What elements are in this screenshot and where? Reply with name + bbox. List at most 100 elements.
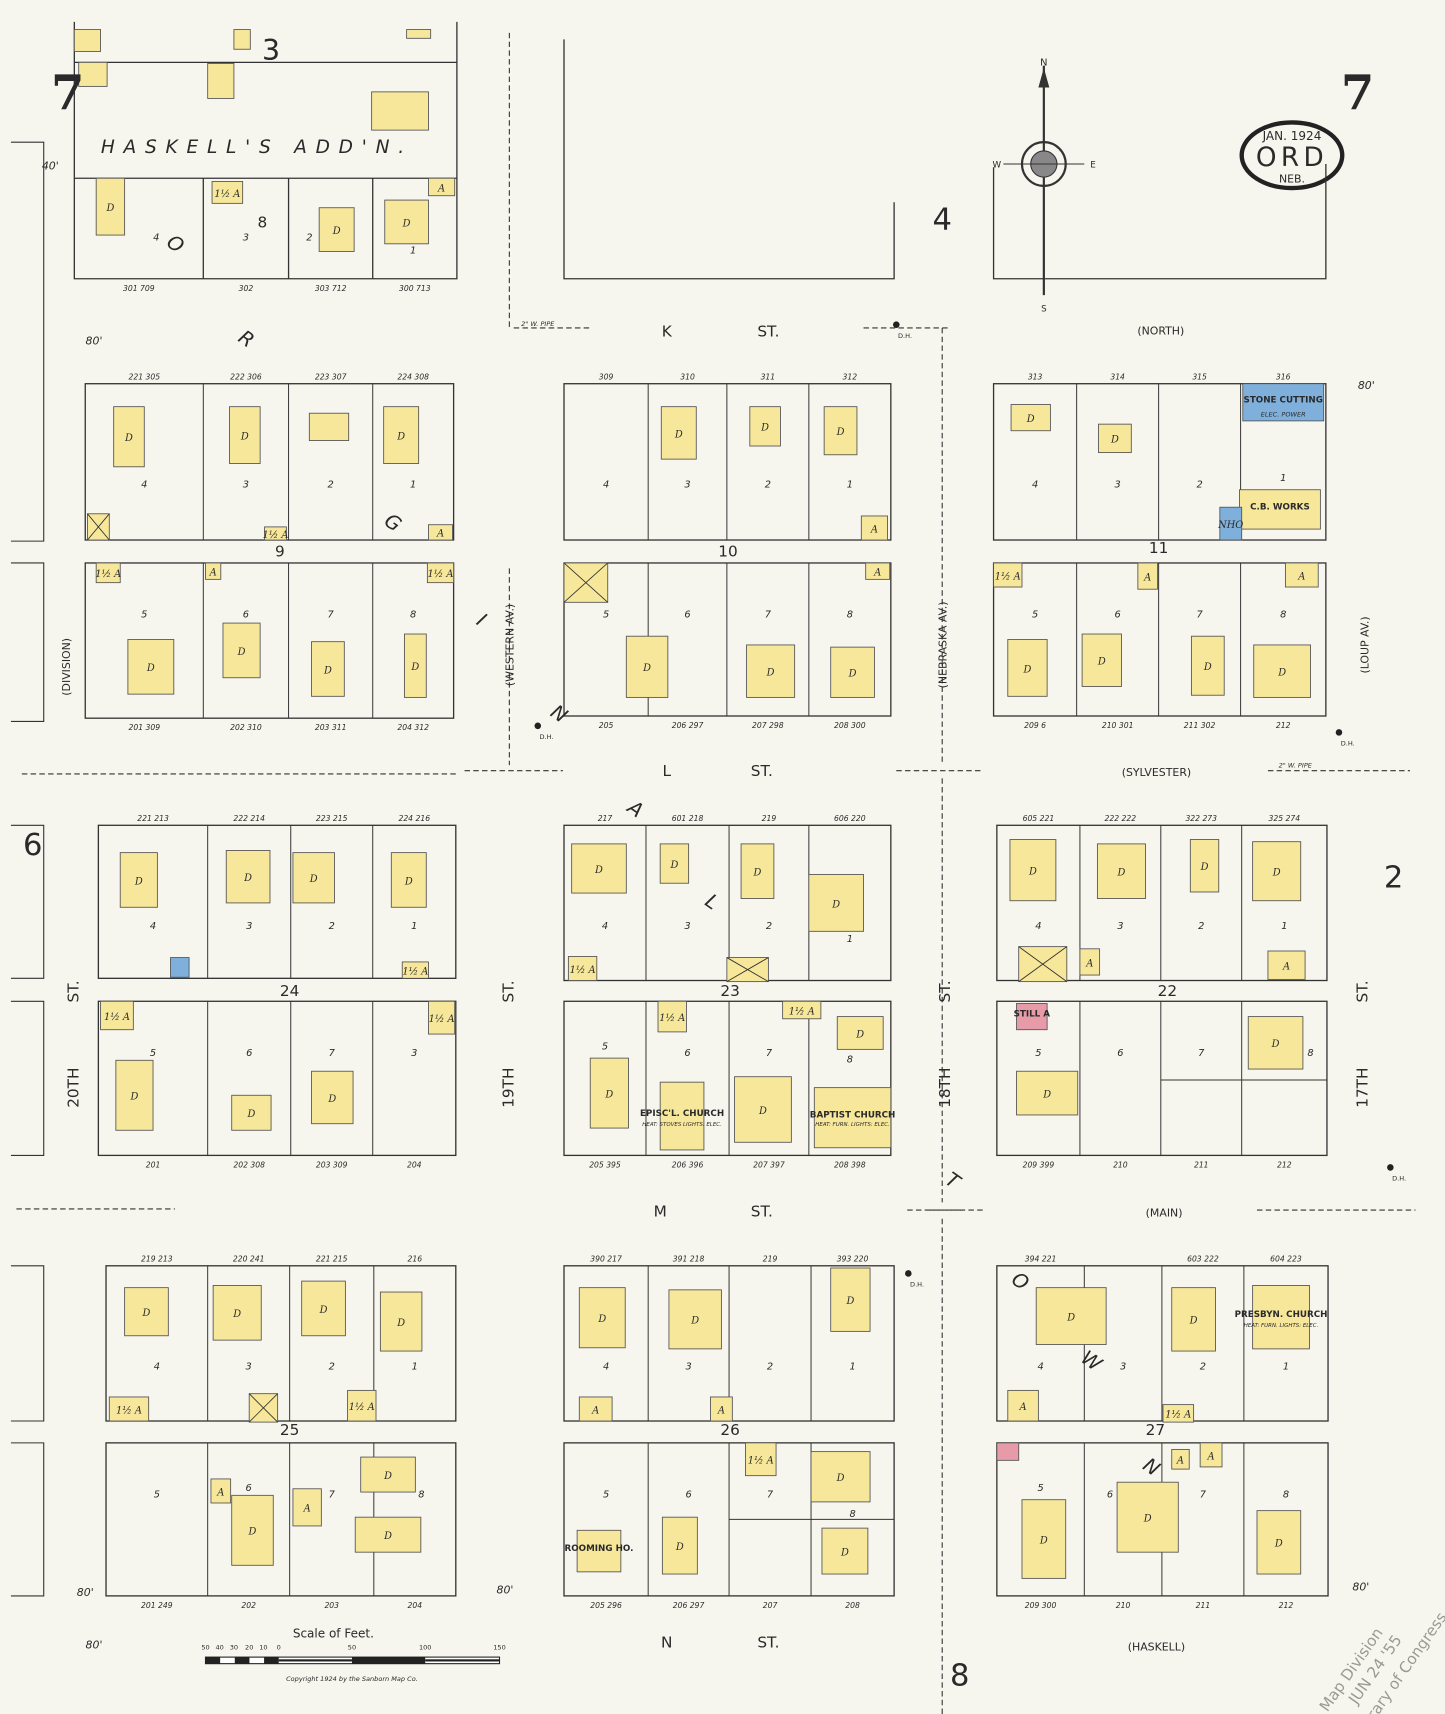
building-label: D: [319, 1305, 328, 1316]
lot-number: 6: [246, 1483, 252, 1494]
building-label: D: [243, 873, 252, 884]
house-number: 219 213: [141, 1254, 173, 1263]
building-label: D: [836, 427, 845, 438]
lot-number: 5: [150, 1048, 156, 1059]
house-number: 208 398: [834, 1160, 866, 1169]
house-number: 207 397: [753, 1160, 785, 1169]
town-label-letter: W: [1077, 1346, 1107, 1377]
lot-number: 6: [246, 1048, 252, 1059]
building-label: D: [831, 899, 840, 910]
outbuilding: [426, 562, 455, 584]
outbuilding: [100, 1000, 134, 1031]
scale-tick-label: 0: [277, 1643, 281, 1651]
house-number: 224 308: [397, 372, 429, 381]
dwelling-building: [1007, 639, 1048, 697]
dwelling-building: [661, 1516, 698, 1575]
block-number: 25: [280, 1421, 299, 1439]
house-number: 212: [1277, 1160, 1292, 1169]
lot-number: 5: [603, 1490, 609, 1501]
building-label: D: [760, 423, 769, 434]
lot-number: 3: [1120, 1362, 1126, 1373]
lot-number: 6: [685, 1490, 691, 1501]
building-label: D: [845, 1296, 854, 1307]
building-label: 1½ A: [95, 569, 121, 580]
dwelling-building: [668, 1289, 722, 1350]
building-label: D: [1023, 664, 1032, 675]
lot-number: 1: [1283, 1362, 1289, 1373]
building-note: HEAT: FURN. LIGHTS: ELEC.: [815, 1122, 890, 1128]
house-number: 605 221: [1023, 814, 1055, 823]
outbuilding: [567, 956, 598, 981]
block-outline: [563, 383, 892, 541]
block-number: 22: [1158, 982, 1177, 1000]
shed-x-mark: [87, 513, 110, 541]
partial-block-edge: [10, 1442, 45, 1597]
street-alt-m: (MAIN): [1146, 1207, 1183, 1220]
dwelling-building: [384, 199, 429, 245]
building-label: D: [124, 433, 133, 444]
block-outline: [996, 1265, 1329, 1422]
lot-number: 3: [246, 1362, 252, 1373]
lot-number: 6: [1115, 610, 1121, 621]
dwelling-building: [301, 1280, 346, 1337]
shed-x-mark: [563, 562, 609, 603]
outbuilding: [211, 181, 244, 204]
dwelling-building: [229, 406, 261, 464]
lot-number: 5: [1037, 1483, 1043, 1494]
house-number: 208 300: [834, 721, 866, 730]
building-label: D: [383, 1531, 392, 1542]
building-label: 1½ A: [116, 1405, 142, 1416]
street-label-s18: 18TH: [936, 1067, 954, 1107]
house-number: 325 274: [1269, 814, 1301, 823]
lot-number: 6: [1117, 1048, 1123, 1059]
hydrant-label: D.H.: [1392, 1175, 1406, 1183]
building-label: A: [1143, 572, 1151, 583]
lot-number: 6: [243, 610, 249, 621]
hydrant-icon: [905, 1270, 912, 1277]
dwelling-building: [1247, 1016, 1304, 1070]
block-outline: [992, 383, 1327, 541]
block-number: 9: [275, 542, 285, 560]
block-outline: [105, 1442, 457, 1597]
dwelling-building: [292, 852, 335, 904]
lot-number: 7: [328, 610, 335, 621]
house-number: 202 308: [233, 1160, 265, 1169]
house-number: 205: [599, 721, 614, 730]
building: [170, 957, 190, 978]
building-label: A: [303, 1504, 311, 1515]
building-label: D: [675, 1542, 684, 1553]
building-note: HEAT: STOVES LIGHTS: ELEC.: [642, 1122, 722, 1128]
lot-number: 3: [243, 233, 249, 244]
lot-number: 1: [410, 246, 416, 257]
lot-number: 7: [1200, 1490, 1207, 1501]
lot-number: 5: [1032, 610, 1038, 621]
house-number: 204: [407, 1160, 422, 1169]
building-label: D: [836, 1473, 845, 1484]
street-alt-s17: (LOUP AV.): [1358, 616, 1371, 673]
partial-block-edge: [10, 1000, 45, 1156]
dimension-mark: 80': [1352, 1580, 1369, 1593]
lot-number: 2: [328, 480, 334, 491]
lot-number: 4: [1037, 1362, 1043, 1373]
lot-number: 8: [418, 1490, 424, 1501]
street-label-k: K: [662, 323, 673, 341]
block-outline: [996, 1000, 1328, 1157]
lot-number: 1: [410, 480, 416, 491]
lot-number: 6: [684, 610, 690, 621]
building-label: 1½ A: [214, 189, 240, 200]
house-number: 604 223: [1270, 1254, 1302, 1263]
dwelling-building: [810, 1451, 871, 1503]
house-number: 223 215: [316, 814, 348, 823]
building-label: D: [766, 668, 775, 679]
dwelling-building: [1096, 843, 1146, 899]
house-number: 206 297: [672, 721, 704, 730]
dwelling-building: [1098, 423, 1132, 454]
compass-arrow: [1038, 67, 1050, 88]
building: [78, 61, 108, 87]
lot-number: 4: [150, 921, 156, 932]
dwelling-building: [659, 843, 690, 884]
building-label: D: [1271, 1039, 1280, 1050]
house-number: 224 216: [398, 814, 430, 823]
house-number: 202 310: [230, 723, 262, 732]
